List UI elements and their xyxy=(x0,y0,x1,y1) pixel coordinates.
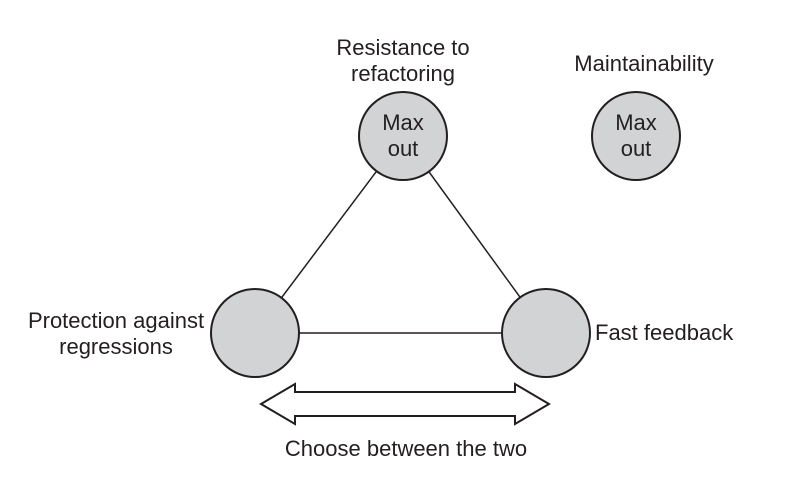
fast-feedback-label: Fast feedback xyxy=(595,320,734,345)
resistance-label: Resistance to refactoring xyxy=(336,35,470,86)
node-fastfeedback-circle xyxy=(501,288,591,378)
maintainability-label: Maintainability xyxy=(574,51,714,76)
arrow-caption: Choose between the two xyxy=(284,436,528,461)
node-protection-circle xyxy=(210,288,300,378)
resistance-max-out-text: Max out xyxy=(382,110,424,161)
maintainability-max-out-text: Max out xyxy=(615,110,657,161)
protection-label: Protection against regressions xyxy=(27,308,205,359)
node-resistance-circle xyxy=(358,91,448,181)
node-maintainability-circle xyxy=(591,91,681,181)
double-arrow xyxy=(259,382,551,426)
